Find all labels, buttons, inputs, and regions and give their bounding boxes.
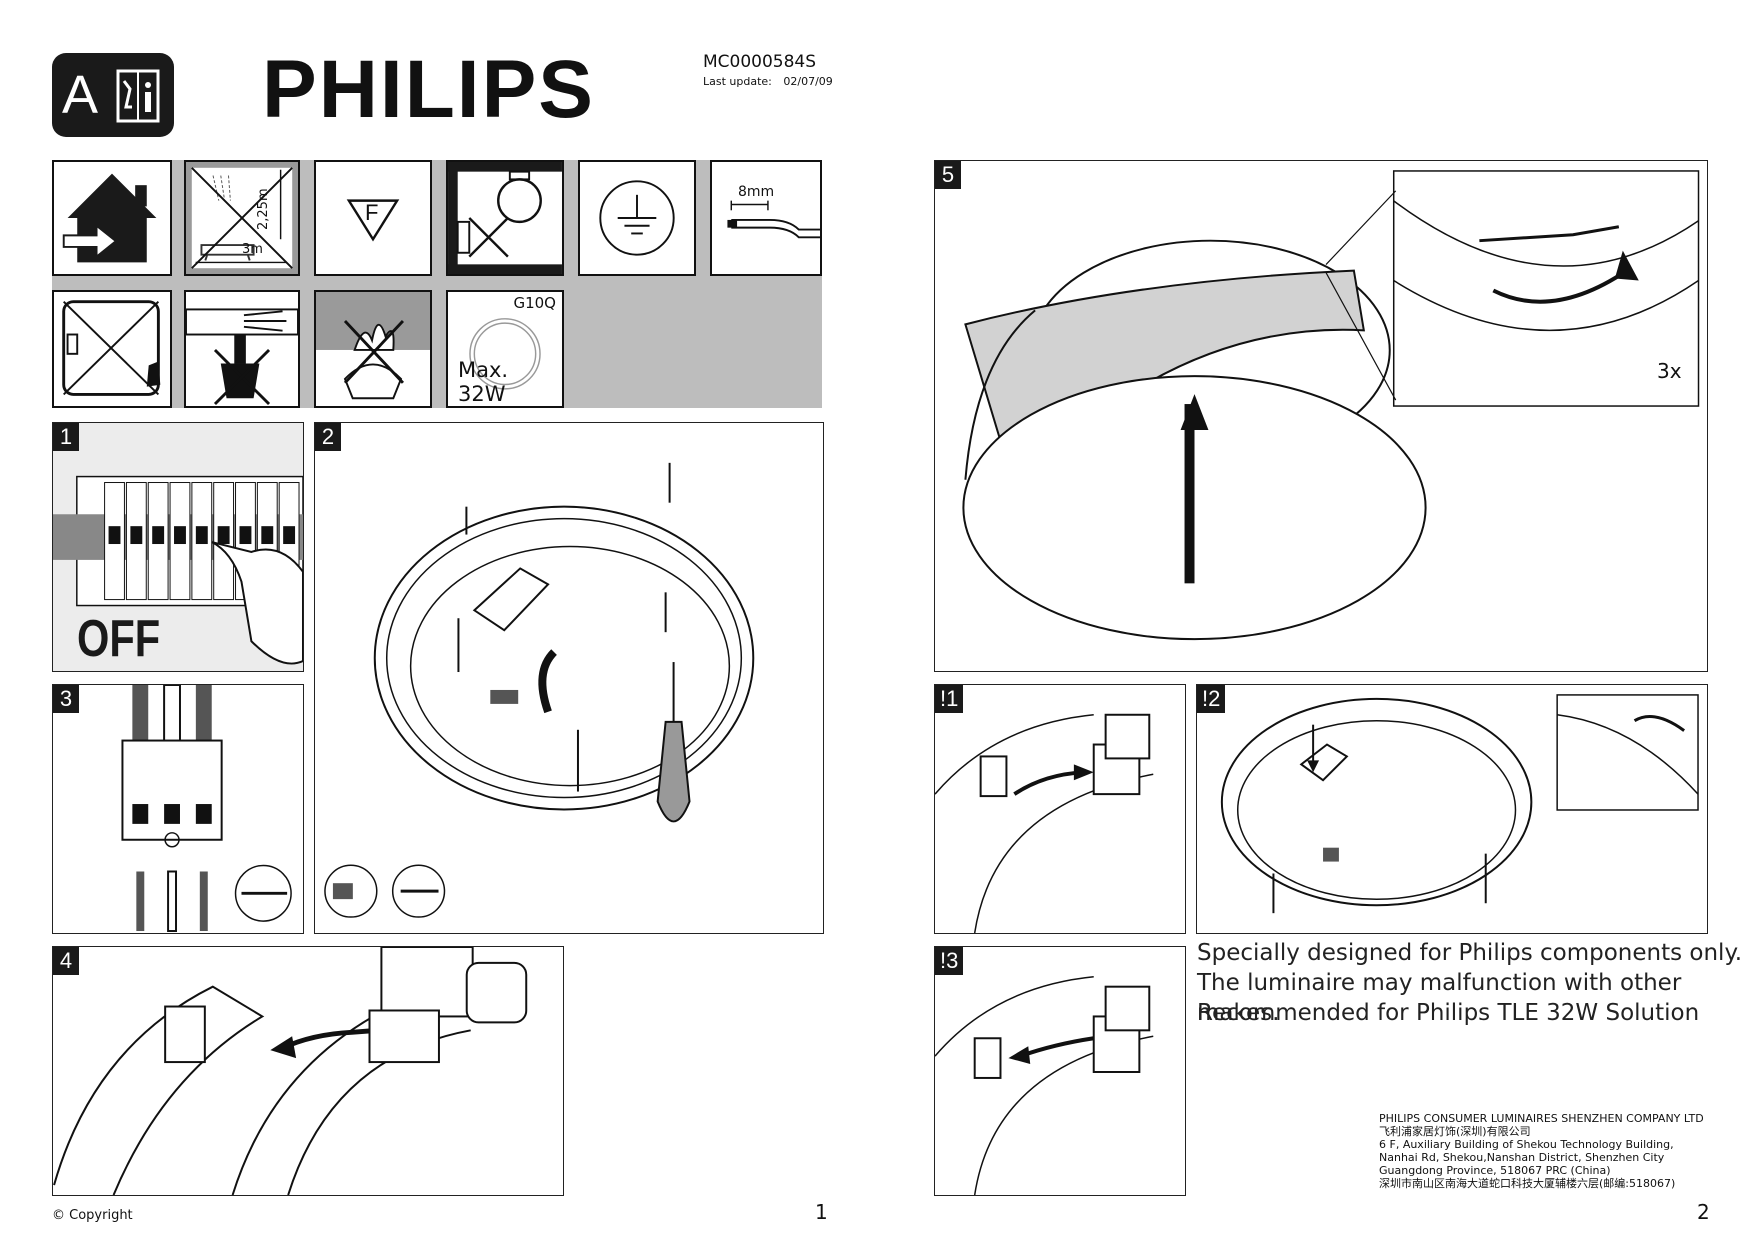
house-icon bbox=[62, 173, 157, 263]
warning-1-panel: !1 bbox=[934, 684, 1186, 934]
no-dimmer-symbol bbox=[52, 290, 172, 408]
f-triangle-icon bbox=[346, 199, 400, 242]
strip-length-symbol: 8mm bbox=[710, 160, 822, 276]
lamp-connector-illustration bbox=[53, 947, 528, 1195]
f-mark-symbol: F bbox=[314, 160, 432, 276]
f-mark-label: F bbox=[365, 200, 379, 225]
no-plug-icon bbox=[62, 300, 161, 396]
company-name-cn: 飞利浦家居灯饰(深圳)有限公司 bbox=[1379, 1125, 1531, 1138]
step-2-panel: 2 bbox=[314, 422, 824, 934]
company-address-1: 6 F, Auxiliary Building of Shekou Techno… bbox=[1379, 1138, 1674, 1151]
connector-reattach-illustration bbox=[935, 976, 1154, 1195]
step-3-number: 3 bbox=[53, 685, 79, 713]
company-address-cn: 深圳市南山区南海大道蛇口科技大厦辅楼六层(邮编:518067) bbox=[1379, 1177, 1676, 1190]
manual-badge: A bbox=[52, 53, 174, 137]
breaker-switch bbox=[108, 526, 121, 545]
no-drilling-symbol bbox=[184, 290, 300, 408]
no-bathroom-icon bbox=[186, 162, 298, 274]
breaker-switch bbox=[283, 526, 296, 545]
warning-2-panel: !2 bbox=[1196, 684, 1708, 934]
bathroom-zone-symbol: 2,25m 3m bbox=[184, 160, 300, 276]
off-label: OFF bbox=[77, 610, 161, 668]
note-line-1: Specially designed for Philips component… bbox=[1197, 940, 1743, 966]
no-fire-icon bbox=[316, 292, 430, 400]
step-4-number: 4 bbox=[53, 947, 79, 975]
connector-removal-illustration bbox=[935, 713, 1154, 933]
company-address-2: Nanhai Rd, Shekou,Nanshan District, Shen… bbox=[1379, 1151, 1665, 1164]
breaker-switch bbox=[217, 526, 230, 545]
step-4-panel: 4 bbox=[52, 946, 564, 1196]
last-update-value: 02/07/09 bbox=[783, 75, 833, 88]
note-line-2: The luminaire may malfunction with other… bbox=[1197, 970, 1682, 1026]
diffuser-mount-illustration bbox=[962, 170, 1700, 641]
circuit-breaker-illustration bbox=[53, 423, 303, 671]
no-flammable-symbol bbox=[314, 290, 432, 408]
strip-length-label: 8mm bbox=[738, 184, 775, 200]
step-5-panel: 5 3x bbox=[934, 160, 1708, 672]
clip-count-label: 3x bbox=[1657, 359, 1682, 383]
lamp-spec-symbol: G10Q Max. 32W bbox=[446, 290, 564, 408]
step-3-panel: 3 bbox=[52, 684, 304, 934]
wire-strip-icon bbox=[727, 200, 820, 239]
bath-height-label: 2,25m bbox=[256, 188, 271, 230]
breaker-switch bbox=[261, 526, 274, 545]
max-power-label: Max. 32W bbox=[458, 358, 509, 406]
indoor-use-symbol bbox=[52, 160, 172, 276]
earth-symbol bbox=[578, 160, 696, 276]
company-name: PHILIPS CONSUMER LUMINAIRES SHENZHEN COM… bbox=[1379, 1112, 1704, 1125]
breaker-switch bbox=[239, 526, 252, 545]
page-number-left: 1 bbox=[815, 1200, 828, 1224]
no-ceiling-cover-icon bbox=[448, 162, 562, 274]
step-1-panel: 1 OFF bbox=[52, 422, 304, 672]
ground-icon bbox=[599, 180, 675, 256]
note-line-3: Recommended for Philips TLE 32W Solution bbox=[1197, 1000, 1700, 1026]
wire-connection-illustration bbox=[121, 685, 292, 933]
last-update-label: Last update: bbox=[703, 75, 772, 88]
circular-lamp-icon bbox=[469, 318, 541, 390]
clip-release-illustration bbox=[1220, 694, 1699, 914]
model-number: MC0000584S bbox=[703, 52, 817, 72]
lamp-base-label: G10Q bbox=[513, 294, 556, 312]
warning-3-number: !3 bbox=[935, 947, 964, 975]
warning-3-panel: !3 bbox=[934, 946, 1186, 1196]
warning-1-number: !1 bbox=[935, 685, 964, 713]
page-number-right: 2 bbox=[1697, 1200, 1710, 1224]
step-1-number: 1 bbox=[53, 423, 79, 451]
step-5-number: 5 bbox=[935, 161, 961, 189]
copyright: © Copyright bbox=[52, 1208, 133, 1223]
badge-letter: A bbox=[62, 65, 99, 125]
warning-2-number: !2 bbox=[1197, 685, 1226, 713]
philips-logo: PHILIPS bbox=[262, 44, 595, 135]
last-update: Last update: 02/07/09 bbox=[703, 75, 833, 89]
no-insulation-symbol bbox=[446, 160, 564, 276]
breaker-switch bbox=[195, 526, 208, 545]
step-2-number: 2 bbox=[315, 423, 341, 451]
breaker-switch bbox=[174, 526, 186, 545]
info-book-icon bbox=[116, 69, 160, 123]
base-mounting-illustration bbox=[324, 462, 755, 918]
breaker-switch bbox=[130, 526, 143, 545]
breaker-switch bbox=[152, 526, 165, 545]
company-address-3: Guangdong Province, 518067 PRC (China) bbox=[1379, 1164, 1611, 1177]
no-drill-cable-icon bbox=[186, 308, 298, 406]
bath-width-label: 3m bbox=[242, 242, 263, 257]
